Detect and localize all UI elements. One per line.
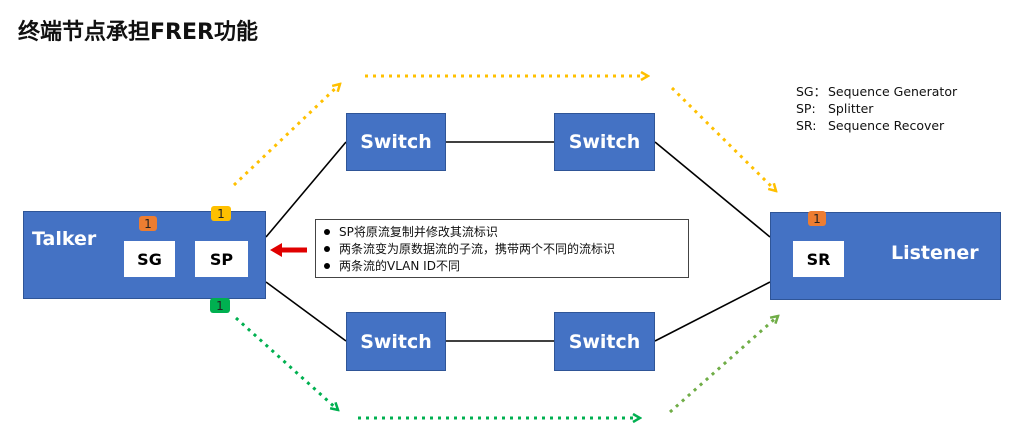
sp-block: SP — [195, 241, 248, 277]
bullet-icon — [324, 262, 330, 269]
note-item: 两条流的VLAN ID不同 — [324, 258, 688, 275]
page-title: 终端节点承担FRER功能 — [18, 20, 258, 45]
bullet-icon — [324, 228, 330, 235]
link-switch-top-listener — [654, 141, 771, 238]
sg-block: SG — [124, 241, 175, 277]
switch-bottom-right: Switch — [554, 312, 655, 371]
note-item: 两条流变为原数据流的子流，携带两个不同的流标识 — [324, 241, 688, 258]
legend: SG：Sequence Generator SP:Splitter SR:Seq… — [796, 83, 957, 134]
path-green-down — [234, 316, 338, 410]
path-green-up — [669, 316, 778, 414]
path-yellow-up — [232, 84, 340, 187]
listener-label: Listener — [891, 242, 979, 264]
bullet-icon — [324, 245, 330, 252]
legend-row-sg: SG：Sequence Generator — [796, 84, 958, 99]
link-talker-switch-bottom — [265, 281, 347, 342]
red-arrow-icon — [270, 243, 307, 257]
sr-badge: 1 — [808, 211, 826, 226]
legend-row-sp: SP:Splitter — [796, 101, 874, 116]
talker-label: Talker — [32, 228, 97, 250]
sr-block: SR — [793, 241, 844, 277]
link-talker-switch-top — [265, 141, 347, 238]
note-item: SP将原流复制并修改其流标识 — [324, 224, 688, 241]
sp-green-badge: 1 — [210, 298, 230, 313]
path-yellow-down — [670, 86, 776, 191]
sp-yellow-badge: 1 — [211, 206, 231, 221]
sg-badge: 1 — [139, 216, 157, 231]
legend-row-sr: SR:Sequence Recover — [796, 118, 945, 133]
note-box: SP将原流复制并修改其流标识 两条流变为原数据流的子流，携带两个不同的流标识 两… — [315, 219, 689, 278]
switch-bottom-left: Switch — [346, 312, 446, 371]
link-switch-bottom-listener — [654, 281, 771, 342]
switch-top-right: Switch — [554, 113, 655, 171]
switch-top-left: Switch — [346, 113, 446, 171]
